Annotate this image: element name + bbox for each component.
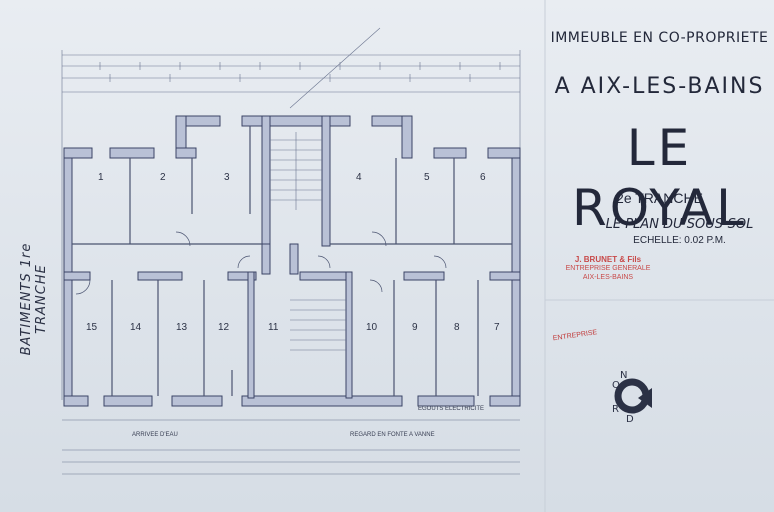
staircase — [270, 132, 346, 351]
dimension-ticks — [99, 62, 501, 82]
room-number: 7 — [494, 322, 500, 333]
partitions — [72, 126, 512, 396]
north-arrow — [614, 378, 652, 414]
room-number: 8 — [454, 322, 460, 333]
room-number: 6 — [480, 172, 486, 183]
leader-line — [289, 27, 381, 109]
title-line-immeuble: IMMEUBLE EN CO-PROPRIETE — [550, 30, 769, 46]
contractor-stamp: J. BRUNET & Fils ENTREPRISE GENERALE AIX… — [553, 255, 663, 295]
compass-letter: N — [620, 370, 628, 381]
scale-label: ECHELLE: 0.02 P.M. — [633, 235, 726, 246]
door-swings — [75, 231, 447, 295]
room-number: 15 — [86, 322, 98, 333]
room-number: 12 — [218, 322, 230, 333]
dimension-lines-bottom — [62, 419, 520, 475]
room-number: 9 — [412, 322, 418, 333]
room-number: 3 — [224, 172, 230, 183]
note-egouts: EGOUTS ELECTRICITE — [418, 406, 485, 412]
room-number: 14 — [130, 322, 142, 333]
room-number: 5 — [424, 172, 430, 183]
side-label-batiments: BATIMENTS 1re TRANCHE — [19, 242, 49, 356]
compass-letter: R — [612, 404, 619, 415]
stamp-line: ENTREPRISE GENERALE — [565, 265, 651, 272]
stamp-line: J. BRUNET & Fils — [574, 255, 642, 264]
title-line-location: A AIX-LES-BAINS — [554, 74, 765, 99]
room-number: 4 — [356, 172, 362, 183]
building-name: LE ROYAL — [571, 119, 748, 237]
compass-letter: O — [612, 380, 620, 391]
note-regard: REGARD EN FONTE A VANNE — [350, 432, 435, 438]
note-arrivee-eau: ARRIVEE D'EAU — [132, 432, 178, 438]
tranche-label: 2e TRANCHE — [616, 190, 703, 206]
room-number: 1 — [98, 172, 104, 183]
compass-letter: D — [626, 414, 634, 425]
walls — [63, 115, 521, 407]
room-number: 2 — [160, 172, 166, 183]
room-number: 11 — [268, 322, 279, 333]
room-number: 10 — [366, 322, 378, 333]
room-number: 13 — [176, 322, 188, 333]
stamp-line: AIX-LES-BAINS — [582, 274, 634, 281]
plan-label: LE PLAN DU SOUS-SOL — [605, 217, 754, 232]
dimension-lines-top — [61, 50, 521, 400]
title-block: IMMEUBLE EN CO-PROPRIETE A AIX-LES-BAINS… — [545, 0, 774, 300]
